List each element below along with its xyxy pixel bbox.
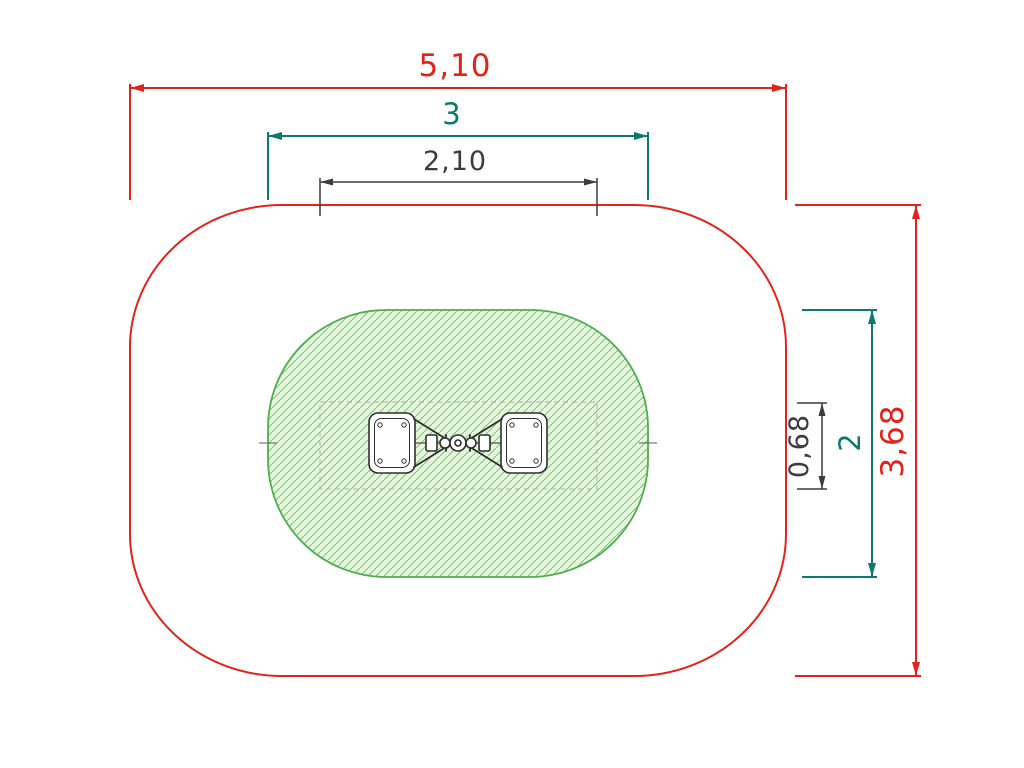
equipment-bounding-box bbox=[319, 401, 598, 490]
dim-equipment-width: 2,10 bbox=[319, 146, 598, 216]
equipment-top-view bbox=[319, 401, 598, 490]
safety-zone-outline bbox=[129, 204, 787, 677]
dim-safety-zone-width-label: 5,10 bbox=[418, 48, 491, 84]
dim-safety-zone-depth-label: 3,68 bbox=[875, 404, 911, 477]
dim-safety-zone-width: 5,10 bbox=[129, 48, 787, 200]
dim-equipment-width-label: 2,10 bbox=[423, 146, 487, 177]
seat-right bbox=[469, 412, 548, 474]
dim-impact-area-depth-label: 2 bbox=[833, 432, 867, 451]
spring-assembly bbox=[425, 434, 491, 452]
dim-equipment-depth: 0,68 bbox=[784, 402, 827, 490]
dim-safety-zone-depth: 3,68 bbox=[795, 204, 921, 677]
dim-impact-area-width-label: 3 bbox=[442, 97, 461, 131]
dim-impact-area-depth: 2 bbox=[802, 309, 877, 578]
dim-impact-area-width: 3 bbox=[267, 97, 649, 200]
dim-equipment-depth-label: 0,68 bbox=[784, 414, 815, 478]
